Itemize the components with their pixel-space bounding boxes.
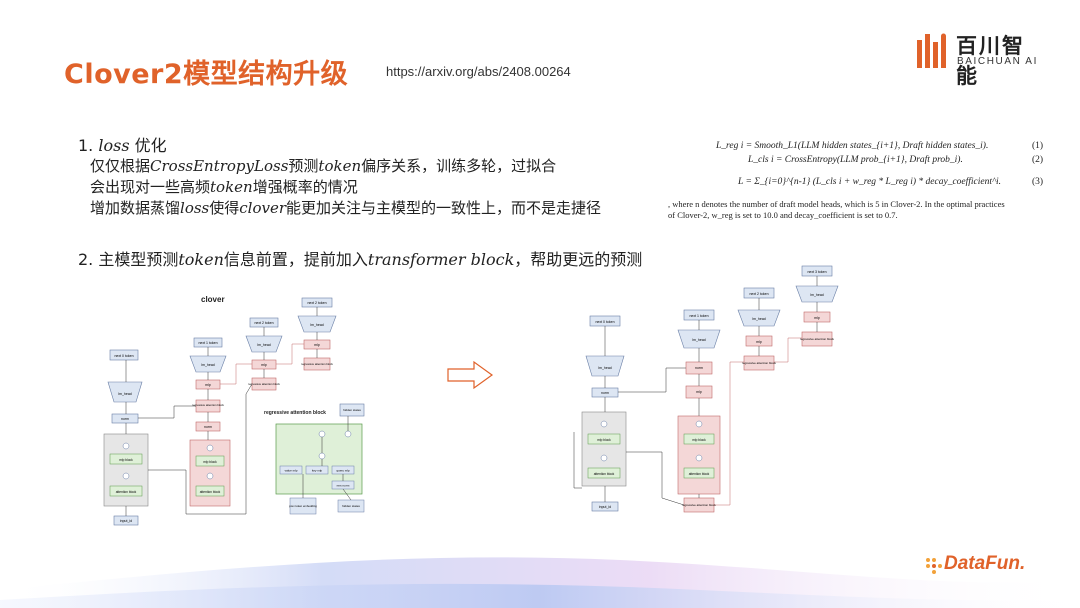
arrow-right-icon xyxy=(447,360,494,390)
svg-text:mlp block: mlp block xyxy=(119,458,133,462)
node-mlp-block-0 xyxy=(109,453,143,465)
svg-text:prev token embedding: prev token embedding xyxy=(289,504,317,508)
svg-text:key mlp: key mlp xyxy=(312,469,323,473)
svg-text:value mlp: value mlp xyxy=(285,469,298,473)
svg-text:lm_head: lm_head xyxy=(598,366,611,370)
svg-text:next 2 token: next 2 token xyxy=(254,321,273,325)
datafun-logo-text: DataFun. xyxy=(944,553,1026,574)
node-attn-block-0 xyxy=(109,485,143,497)
svg-text:query mlp: query mlp xyxy=(336,469,350,473)
logo-text-cn: 百川智能 xyxy=(956,34,1025,88)
svg-text:mlp block: mlp block xyxy=(692,438,706,442)
rab-title: regressive attention block xyxy=(264,410,326,416)
svg-text:mlp: mlp xyxy=(314,343,320,347)
svg-text:mlp: mlp xyxy=(814,316,820,320)
svg-text:mlp: mlp xyxy=(696,390,702,394)
clover-diagram: clover next 0 token lm_head norm mlp blo… xyxy=(103,295,365,526)
svg-text:next 0 token: next 0 token xyxy=(595,320,614,324)
svg-text:lm_head: lm_head xyxy=(752,317,765,321)
svg-text:hidden states: hidden states xyxy=(343,408,361,412)
node-norm-0 xyxy=(111,413,139,424)
section1-line-3: 增加数据蒸馏loss使得clover能更加关注与主模型的一致性上，而不是走捷径 xyxy=(90,199,602,217)
formula-note-2: of Clover-2, w_reg is set to 10.0 and de… xyxy=(668,210,898,220)
svg-text:regressive attention block: regressive attention block xyxy=(192,403,224,407)
bottom-wave-decoration xyxy=(0,557,1080,608)
svg-text:next 3 token: next 3 token xyxy=(807,270,826,274)
svg-text:regressive attention block: regressive attention block xyxy=(742,361,777,365)
formula-total: L = Σ_{i=0}^{n-1} (L_cls i + w_reg * L_r… xyxy=(738,177,1002,187)
svg-text:mlp: mlp xyxy=(261,363,267,367)
svg-text:next 1 token: next 1 token xyxy=(198,341,217,345)
section1-loss: loss xyxy=(98,136,130,155)
clover2-diagram: next 0 token lm_head norm mlp block atte… xyxy=(573,265,839,513)
svg-text:lm_head: lm_head xyxy=(692,338,705,342)
baichuan-logo: 百川智能 BAICHUAN AI xyxy=(916,30,1046,88)
svg-text:norm: norm xyxy=(204,425,212,429)
node-lm-head-3 xyxy=(297,315,337,333)
section1-line-1: 仅仅根据CrossEntropyLoss预测token偏序关系，训练多轮，过拟合 xyxy=(90,157,557,175)
svg-text:mlp: mlp xyxy=(205,383,211,387)
svg-text:input_id: input_id xyxy=(120,519,132,523)
svg-text:lm_head: lm_head xyxy=(257,343,270,347)
section1-suffix: 优化 xyxy=(129,136,167,155)
slide-title: Clover2模型结构升级 xyxy=(64,59,349,90)
formula-cls: L_cls i = CrossEntropy(LLM prob_{i+1}, D… xyxy=(748,155,963,165)
section1-heading: 1. loss 优化 xyxy=(78,132,167,156)
formula-num-2: (2) xyxy=(1032,155,1044,165)
svg-text:regressive attention block: regressive attention block xyxy=(682,503,717,507)
section1-line-2: 会出现对一些高频token增强概率的情况 xyxy=(90,178,358,196)
svg-text:next 2 token: next 2 token xyxy=(307,301,326,305)
svg-text:lm_head: lm_head xyxy=(810,293,823,297)
node-next0 xyxy=(109,349,139,361)
node-hidden-states-top xyxy=(339,403,365,417)
formula-num-1: (1) xyxy=(1032,141,1044,151)
svg-text:mlp: mlp xyxy=(756,340,762,344)
baichuan-logo-icon xyxy=(917,33,946,68)
node-lm-head-1 xyxy=(189,355,227,373)
svg-text:attention block: attention block xyxy=(200,490,221,494)
svg-text:norm: norm xyxy=(601,391,609,395)
svg-text:rms norm: rms norm xyxy=(337,484,350,488)
svg-text:attention block: attention block xyxy=(594,472,615,476)
node-lm-head-0 xyxy=(107,381,143,403)
section1-number: 1. xyxy=(78,136,99,155)
clover-title: clover xyxy=(201,295,225,304)
svg-text:lm_head: lm_head xyxy=(118,392,131,396)
formula-note-1: , where n denotes the number of draft mo… xyxy=(668,199,1005,209)
node-lm-head-2 xyxy=(245,335,283,353)
paper-url[interactable]: https://arxiv.org/abs/2408.00264 xyxy=(386,64,571,79)
svg-text:input_id: input_id xyxy=(599,505,611,509)
svg-text:regressive attention block: regressive attention block xyxy=(301,362,333,366)
svg-text:norm: norm xyxy=(695,366,703,370)
svg-text:mlp block: mlp block xyxy=(597,438,611,442)
datafun-logo-icon xyxy=(926,558,942,574)
svg-text:next 2 token: next 2 token xyxy=(749,292,768,296)
svg-text:norm: norm xyxy=(121,417,129,421)
formula-num-3: (3) xyxy=(1032,177,1044,187)
svg-text:attention block: attention block xyxy=(116,490,137,494)
svg-text:next 1 token: next 1 token xyxy=(689,314,708,318)
svg-text:lm_head: lm_head xyxy=(201,363,214,367)
formula-reg: L_reg i = Smooth_L1(LLM hidden states_{i… xyxy=(716,141,989,151)
svg-text:regressive attention block: regressive attention block xyxy=(248,382,280,386)
svg-text:attention block: attention block xyxy=(689,472,710,476)
svg-text:regressive attention block: regressive attention block xyxy=(800,337,835,341)
svg-text:mlp block: mlp block xyxy=(203,460,217,464)
svg-text:next 0 token: next 0 token xyxy=(114,354,133,358)
svg-text:lm_head: lm_head xyxy=(310,323,323,327)
svg-text:hidden states: hidden states xyxy=(342,504,360,508)
logo-text-en: BAICHUAN AI xyxy=(957,56,1038,67)
section2-heading: 2. 主模型预测token信息前置，提前加入transformer block，… xyxy=(78,250,643,269)
